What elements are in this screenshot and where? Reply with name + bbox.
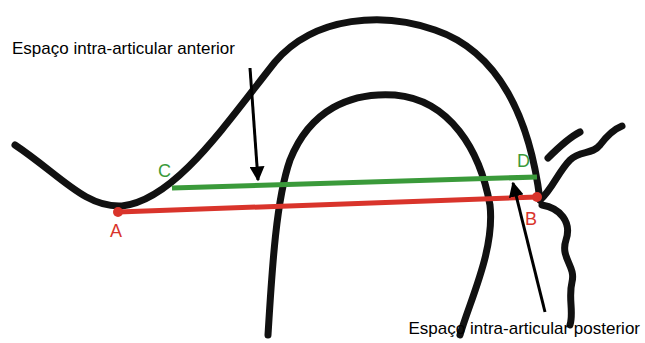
leader-arrow xyxy=(513,183,545,312)
region-label: Espaço intra-articular posterior xyxy=(409,320,640,339)
leader-arrow xyxy=(250,68,258,180)
point-label: D xyxy=(517,152,530,172)
point-label: A xyxy=(110,222,122,242)
reference-line xyxy=(118,197,537,212)
point-marker xyxy=(113,207,123,217)
region-label: Espaço intra-articular anterior xyxy=(12,40,235,59)
condyle-outline xyxy=(268,95,491,335)
posterior-tissue xyxy=(542,205,573,325)
point-label: C xyxy=(158,162,171,182)
anterior-line xyxy=(172,177,537,188)
posterior-tissue xyxy=(548,132,580,158)
posterior-tissue xyxy=(540,126,622,200)
point-label: B xyxy=(525,210,537,230)
point-marker xyxy=(532,192,542,202)
